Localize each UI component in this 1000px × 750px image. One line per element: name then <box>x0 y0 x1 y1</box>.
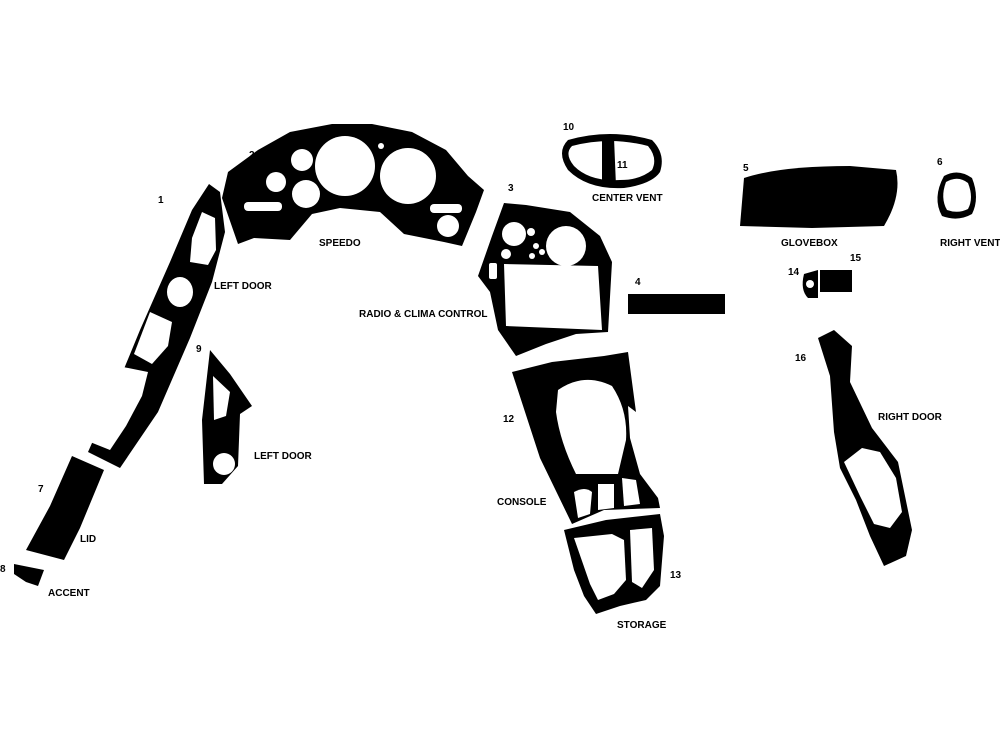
number-8: 8 <box>0 564 6 575</box>
piece-6-right-vent <box>937 172 976 219</box>
label-glovebox: GLOVEBOX <box>781 238 838 249</box>
piece-4-strip <box>628 294 725 314</box>
piece-15-small <box>820 270 852 292</box>
label-accent: ACCENT <box>48 588 90 599</box>
number-13: 13 <box>670 570 682 581</box>
number-4: 4 <box>635 277 641 288</box>
piece-12-console <box>512 352 660 524</box>
label-lid: LID <box>80 534 96 545</box>
piece-1-left-door <box>88 184 225 468</box>
piece-9-left-door <box>202 350 252 484</box>
piece-10-center-vent <box>562 134 662 189</box>
piece-7-lid <box>26 456 104 560</box>
number-12: 12 <box>503 414 515 425</box>
label-right-door: RIGHT DOOR <box>878 412 943 423</box>
number-3: 3 <box>508 183 514 194</box>
piece-3-radio-clima <box>478 203 612 356</box>
label-console: CONSOLE <box>497 497 547 508</box>
piece-14-small <box>802 270 818 298</box>
number-7: 7 <box>38 484 44 495</box>
label-right-vent: RIGHT VENT <box>940 238 1000 249</box>
number-9: 9 <box>196 344 202 355</box>
number-6: 6 <box>937 157 943 168</box>
number-10: 10 <box>563 122 575 133</box>
label-left-door-9: LEFT DOOR <box>254 451 313 462</box>
number-15: 15 <box>850 253 862 264</box>
label-radio-clima: RADIO & CLIMA CONTROL <box>359 309 488 320</box>
label-speedo: SPEEDO <box>319 238 361 249</box>
number-5: 5 <box>743 163 749 174</box>
label-left-door-1: LEFT DOOR <box>214 281 273 292</box>
number-14: 14 <box>788 267 800 278</box>
number-2: 2 <box>249 150 255 161</box>
piece-16-right-door <box>818 330 912 566</box>
number-16: 16 <box>795 353 807 364</box>
piece-2-speedo <box>222 124 484 246</box>
number-11: 11 <box>617 160 628 171</box>
number-1: 1 <box>158 195 164 206</box>
piece-5-glovebox <box>740 166 898 228</box>
label-storage: STORAGE <box>617 620 667 631</box>
piece-8-accent <box>14 564 44 586</box>
label-center-vent: CENTER VENT <box>592 193 663 204</box>
piece-13-storage <box>564 514 664 614</box>
